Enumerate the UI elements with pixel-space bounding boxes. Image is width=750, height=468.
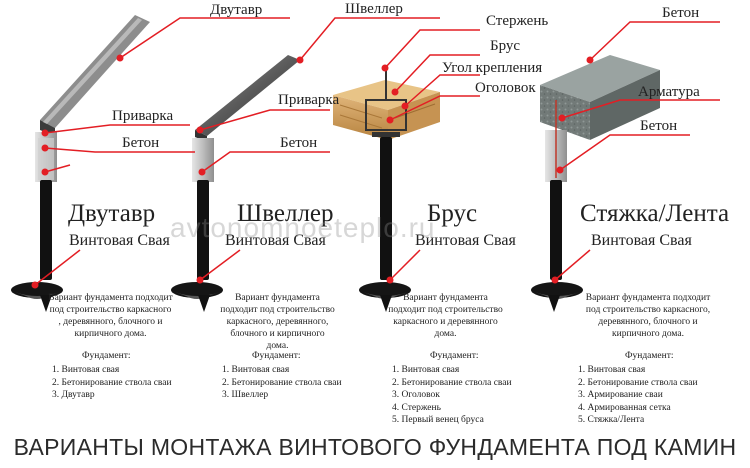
- column-4-title: Стяжка/Лента: [580, 200, 730, 227]
- screed-block: [540, 55, 660, 140]
- list-item: 1. Винтовая свая: [392, 365, 460, 375]
- list-item: 2. Бетонирование ствола сваи: [222, 377, 342, 388]
- label-privarka-2: Приварка: [278, 92, 340, 108]
- list-item: 3. Оголовок: [392, 390, 440, 400]
- label-dvutavr: Двутавр: [210, 2, 263, 18]
- column-4-foundation-header: Фундамент:: [625, 351, 674, 361]
- column-4-description: Вариант фундамента подходит под строител…: [585, 293, 711, 339]
- callout-lines: [34, 17, 720, 286]
- list-item: 1. Винтовая свая: [578, 365, 646, 375]
- label-privarka-1: Приварка: [112, 108, 174, 124]
- pile-2: [171, 138, 223, 312]
- pile-3: [359, 137, 411, 312]
- callout-dots: [31, 54, 594, 289]
- label-brus: Брус: [490, 38, 521, 54]
- label-sterzhen: Стержень: [486, 13, 549, 29]
- column-3-pile: Винтовая Свая: [415, 232, 516, 249]
- column-1-description: Вариант фундамента подходит под строител…: [48, 293, 173, 339]
- column-3-description: Вариант фундамента подходит под строител…: [388, 293, 503, 339]
- column-2-pile: Винтовая Свая: [225, 232, 326, 249]
- list-item: 5. Стяжка/Лента: [578, 415, 645, 425]
- list-item: 2. Бетонирование ствола сваи: [578, 377, 698, 388]
- label-beton-1: Бетон: [122, 135, 160, 151]
- column-2-foundation-header: Фундамент:: [252, 351, 301, 361]
- column-1-title: Двутавр: [68, 200, 156, 227]
- pile-4: [531, 100, 583, 312]
- page-title: ВАРИАНТЫ МОНТАЖА ВИНТОВОГО ФУНДАМЕНТА ПО…: [13, 434, 737, 460]
- label-beton-4: Бетон: [640, 118, 678, 134]
- label-armatura: Арматура: [638, 84, 700, 100]
- label-beton-2: Бетон: [280, 135, 318, 151]
- list-item: 2. Бетонирование ствола сваи: [392, 377, 512, 388]
- list-item: 1. Винтовая свая: [52, 365, 120, 375]
- list-item: 5. Первый венец бруса: [392, 415, 484, 425]
- column-1-pile: Винтовая Свая: [69, 232, 170, 249]
- column-1-foundation-header: Фундамент:: [82, 351, 131, 361]
- list-item: 3. Швеллер: [222, 390, 269, 400]
- label-beton-top: Бетон: [662, 5, 700, 21]
- list-item: 4. Стержень: [392, 402, 441, 413]
- column-2-description: Вариант фундамента подходит под строител…: [220, 293, 335, 351]
- column-3-foundation-header: Фундамент:: [430, 351, 479, 361]
- list-item: 3. Двутавр: [52, 390, 95, 400]
- column-4-list: 1. Винтовая свая 2. Бетонирование ствола…: [578, 364, 708, 427]
- column-2-title: Швеллер: [237, 200, 334, 227]
- list-item: 1. Винтовая свая: [222, 365, 290, 375]
- column-3-title: Брус: [427, 200, 478, 227]
- timber-block: [333, 66, 440, 140]
- watermark: avtonomnoeteplo.ru: [170, 212, 436, 243]
- column-3-list: 1. Винтовая свая 2. Бетонирование ствола…: [392, 364, 512, 427]
- label-ogolovok: Оголовок: [475, 80, 536, 96]
- label-ugol: Угол крепления: [442, 60, 543, 76]
- column-1-list: 1. Винтовая свая 2. Бетонирование ствола…: [52, 364, 172, 402]
- column-2-list: 1. Винтовая свая 2. Бетонирование ствола…: [222, 364, 342, 402]
- list-item: 3. Армирование сваи: [578, 390, 663, 400]
- list-item: 2. Бетонирование ствола сваи: [52, 377, 172, 388]
- list-item: 4. Армированная сетка: [578, 402, 671, 413]
- label-shveller: Швеллер: [345, 1, 403, 17]
- column-4-pile: Винтовая Свая: [591, 232, 692, 249]
